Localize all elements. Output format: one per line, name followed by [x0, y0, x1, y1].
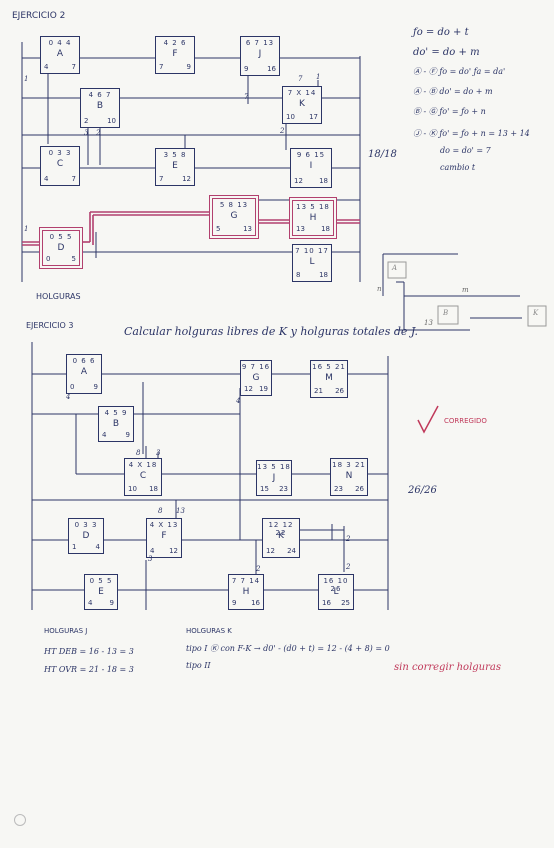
exercise-3-title: EJERCICIO 3 — [26, 321, 74, 330]
exercise-3-prompt: Calcular holguras libres de K y holguras… — [124, 325, 418, 338]
ex2-lag-label: 1 — [316, 73, 321, 81]
teacher-note: sin corregir holguras — [394, 662, 501, 673]
holguras-k-line: tipo I Ⓚ con F-K → d0' - (d0 + t) = 12 -… — [186, 644, 390, 653]
ex3-lag-label: 3 — [148, 555, 153, 563]
ex2-lag-label: 3 — [84, 129, 89, 137]
ex3-lag-label: 2 — [346, 563, 351, 571]
ex3-lag-label: 13 — [176, 507, 185, 515]
ex3-lag-label: 2 — [346, 535, 351, 543]
corregido-mark: CORREGIDO — [444, 417, 487, 425]
ex3-lag-label: 4 — [66, 393, 71, 401]
ex3-lag-label: 8 — [136, 449, 141, 457]
formula-line: do' = do + m — [413, 47, 480, 58]
ex2-lag-label: 2 — [96, 129, 101, 137]
ex2-lag-label: 2 — [280, 127, 285, 135]
sketch-label: m — [462, 286, 469, 294]
holguras-k-title: HOLGURAS K — [186, 627, 232, 635]
ex3-lag-label: 2 — [256, 565, 261, 573]
ex3-lag-label: 3 — [156, 449, 161, 457]
formula-line: Ⓐ - Ⓕ ƒo = do' ƒa = da' — [413, 67, 506, 76]
sketch-label: n — [377, 285, 382, 293]
punch-hole — [14, 814, 26, 826]
holguras-k-line: tipo II — [186, 661, 211, 670]
holguras-j-line: HT DEB = 16 - 13 = 3 — [44, 647, 134, 656]
sketch-label: B — [443, 309, 449, 317]
formula-line: do = do' = 7 — [440, 146, 491, 155]
formula-line: Ⓐ - Ⓑ do' = do + m — [413, 87, 493, 96]
exercise-2-title: EJERCICIO 2 — [12, 11, 66, 21]
formula-line: ƒo = do + t — [413, 27, 469, 38]
formula-line: Ⓑ - Ⓖ ƒo' = ƒo + n — [413, 107, 486, 116]
ex3-score: 26/26 — [408, 485, 437, 496]
ex2-holguras-heading: HOLGURAS — [36, 292, 81, 301]
ex3-lag-label: 4 — [236, 397, 241, 405]
ex2-score: 18/18 — [368, 149, 397, 160]
ex2-lag-label: 7 — [298, 75, 303, 83]
ex2-lag-label: 1 — [24, 225, 29, 233]
ex2-lag-label: 1 — [24, 75, 29, 83]
ex2-lag-label: 7 — [244, 93, 249, 101]
formula-line: Ⓙ - Ⓚ ƒo' = ƒo + n = 13 + 14 — [413, 129, 530, 138]
sketch-label: 13 — [424, 319, 433, 327]
holguras-j-line: HT OVR = 21 - 18 = 3 — [44, 665, 134, 674]
sketch-label: A — [392, 264, 398, 272]
holguras-j-title: HOLGURAS J — [44, 627, 88, 635]
formula-line: cambio t — [440, 163, 476, 172]
ex3-lag-label: 8 — [158, 507, 163, 515]
sketch-label: K — [533, 309, 539, 317]
